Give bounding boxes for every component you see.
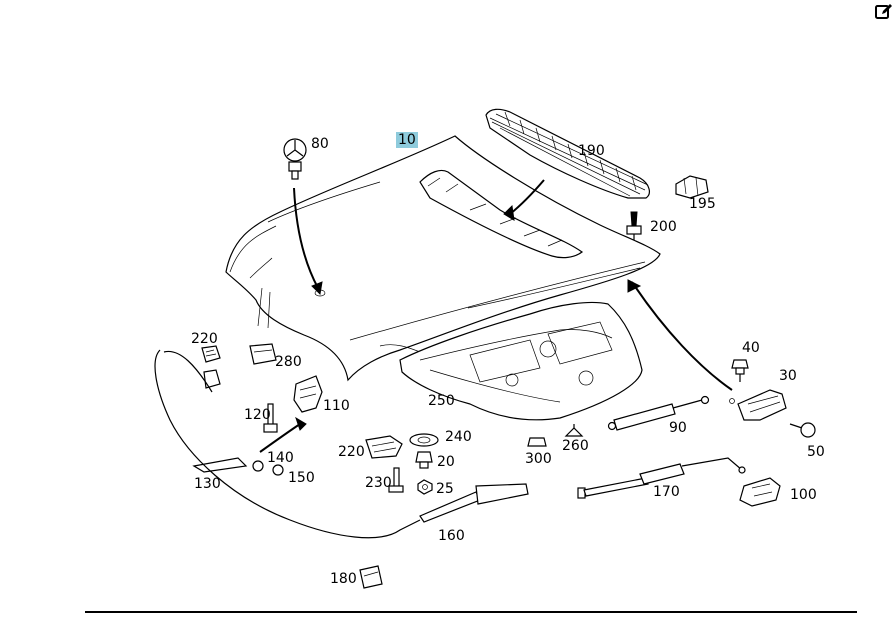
callout-300[interactable]: 300	[525, 451, 552, 467]
release-rod-part-170[interactable]	[577, 457, 746, 499]
hood-liner-part-250[interactable]	[399, 301, 643, 421]
hood-part-10[interactable]	[225, 135, 661, 382]
callout-160[interactable]: 160	[438, 528, 465, 544]
callout-200[interactable]: 200	[650, 219, 677, 235]
bolt-part-50[interactable]	[789, 422, 816, 438]
lock-part-220-lower[interactable]	[365, 435, 403, 459]
washer-part-240[interactable]	[409, 433, 439, 447]
callout-260[interactable]: 260	[562, 438, 589, 454]
bolt-part-120[interactable]	[263, 403, 278, 433]
cap-part-300[interactable]	[527, 437, 547, 447]
callout-140[interactable]: 140	[267, 450, 294, 466]
latch-part-100[interactable]	[739, 477, 781, 507]
callout-230[interactable]: 230	[365, 475, 392, 491]
callout-280[interactable]: 280	[275, 354, 302, 370]
callout-90[interactable]: 90	[669, 420, 687, 436]
callout-190[interactable]: 190	[578, 143, 605, 159]
callout-195[interactable]: 195	[689, 196, 716, 212]
grille-part-190[interactable]	[485, 108, 650, 199]
cable-part-160[interactable]	[154, 349, 529, 539]
callout-240[interactable]: 240	[445, 429, 472, 445]
buffer-part-20[interactable]	[415, 451, 433, 469]
bolt-part-230[interactable]	[388, 467, 404, 493]
nut-part-25[interactable]	[417, 479, 433, 495]
callout-25[interactable]: 25	[436, 481, 454, 497]
bracket-part-280[interactable]	[249, 343, 277, 365]
callout-10[interactable]: 10	[396, 132, 418, 148]
callout-100[interactable]: 100	[790, 487, 817, 503]
callout-50[interactable]: 50	[807, 444, 825, 460]
gas-strut-part-90[interactable]	[607, 395, 710, 431]
leader-arrows	[259, 179, 733, 453]
callout-250[interactable]: 250	[428, 393, 455, 409]
bolt-part-40[interactable]	[731, 359, 749, 382]
edit-icon	[875, 4, 892, 19]
callout-20[interactable]: 20	[437, 454, 455, 470]
lock-part-220-upper[interactable]	[201, 345, 221, 389]
callout-220-lower[interactable]: 220	[338, 444, 365, 460]
callout-170[interactable]: 170	[653, 484, 680, 500]
lock-part-110[interactable]	[293, 375, 323, 413]
callout-110[interactable]: 110	[323, 398, 350, 414]
callout-130[interactable]: 130	[194, 476, 221, 492]
callout-40[interactable]: 40	[742, 340, 760, 356]
callout-80[interactable]: 80	[311, 136, 329, 152]
clip-part-260[interactable]	[564, 424, 584, 437]
callout-30[interactable]: 30	[779, 368, 797, 384]
clip-part-195[interactable]	[675, 175, 709, 199]
screw-part-200[interactable]	[626, 211, 642, 240]
callout-120[interactable]: 120	[244, 407, 271, 423]
callout-150[interactable]: 150	[288, 470, 315, 486]
callout-180[interactable]: 180	[330, 571, 357, 587]
clip-part-180[interactable]	[359, 565, 383, 589]
divider-line	[85, 611, 857, 613]
callout-220-upper[interactable]: 220	[191, 331, 218, 347]
hinge-part-30[interactable]	[729, 389, 787, 421]
edit-button[interactable]	[874, 2, 894, 22]
clip-part-140[interactable]	[252, 460, 264, 472]
lever-part-130[interactable]	[192, 457, 248, 473]
emblem-part-80[interactable]	[283, 138, 307, 180]
clip-part-150[interactable]	[272, 464, 284, 476]
